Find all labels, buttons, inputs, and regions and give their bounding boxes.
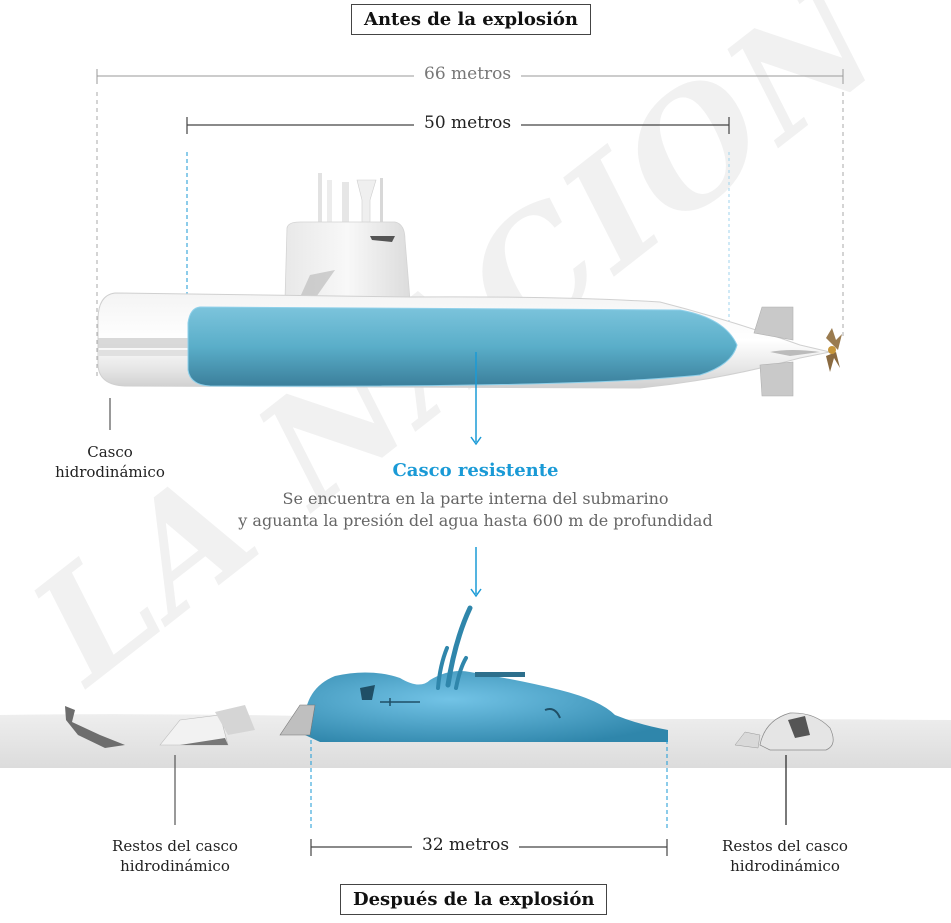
total-length-label: 66 metros: [414, 64, 522, 84]
submarine-before: [97, 173, 842, 397]
arrow-to-pressure-hull-label: [470, 352, 482, 446]
left-debris-label-line-2: hidrodinámico: [120, 857, 230, 875]
wreck-pressure-hull[interactable]: [279, 605, 668, 742]
arrow-to-wreck: [470, 547, 482, 598]
outer-hull-label-line-1: Casco: [87, 443, 133, 461]
description-line-2: y aguanta la presión del agua hasta 600 …: [238, 511, 713, 530]
outer-hull-label-line-2: hidrodinámico: [55, 463, 165, 481]
wreck-length-label: 32 metros: [412, 835, 520, 855]
pressure-hull-title: Casco resistente: [392, 460, 559, 481]
right-debris-label-line-2: hidrodinámico: [730, 857, 840, 875]
after-title: Después de la explosión: [340, 884, 608, 915]
right-debris: [734, 712, 834, 751]
left-debris-label-line-1: Restos del casco: [112, 837, 238, 855]
pressure-hull-description: Se encuentra en la parte interna del sub…: [0, 488, 951, 532]
outer-hull-label: Casco hidrodinámico: [40, 442, 180, 482]
description-line-1: Se encuentra en la parte interna del sub…: [282, 489, 669, 508]
left-debris: [65, 705, 255, 748]
left-debris-label: Restos del casco hidrodinámico: [95, 836, 255, 876]
upper-fin: [753, 306, 794, 341]
before-title: Antes de la explosión: [351, 4, 591, 35]
pressure-hull[interactable]: [187, 306, 738, 387]
propeller: [826, 328, 842, 372]
lower-fin: [759, 361, 794, 397]
pressure-hull-length-label: 50 metros: [414, 113, 522, 133]
right-debris-label: Restos del casco hidrodinámico: [705, 836, 865, 876]
right-debris-label-line-1: Restos del casco: [722, 837, 848, 855]
sail: [284, 221, 411, 301]
